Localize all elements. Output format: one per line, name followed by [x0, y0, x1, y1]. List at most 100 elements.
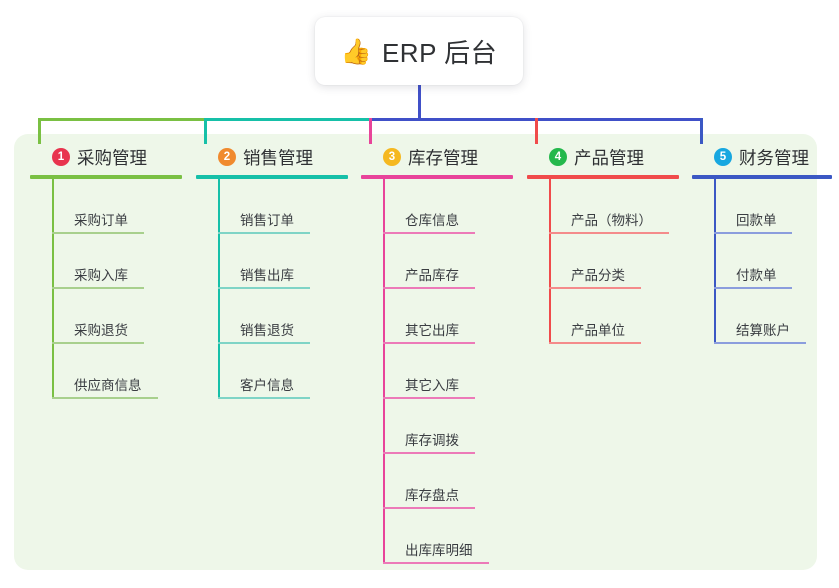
branch-item[interactable]: 采购退货: [52, 289, 182, 344]
branch-underline: [196, 175, 348, 179]
branch-item[interactable]: 产品库存: [383, 234, 513, 289]
branch-item-underline: [383, 451, 475, 454]
branch-item-label: 其它入库: [405, 377, 459, 393]
branch-item[interactable]: 客户信息: [218, 344, 348, 399]
branch-item[interactable]: 供应商信息: [52, 344, 182, 399]
branch-item-label: 采购入库: [74, 267, 128, 283]
branch-title: 采购管理: [77, 147, 147, 168]
branch-item-label: 仓库信息: [405, 212, 459, 228]
branch-item-underline: [383, 286, 475, 289]
connector-segment: [204, 118, 372, 121]
branch-item[interactable]: 产品分类: [549, 234, 679, 289]
connector-segment: [417, 85, 421, 121]
root-node-erp-backend[interactable]: 👍 ERP 后台: [315, 17, 523, 85]
branch-item-label: 采购订单: [74, 212, 128, 228]
branch-item-label: 产品（物料）: [571, 212, 652, 228]
branch-item[interactable]: 产品（物料）: [549, 179, 679, 234]
branch-item-underline: [52, 341, 144, 344]
connector-segment: [700, 118, 703, 144]
branch-item[interactable]: 销售订单: [218, 179, 348, 234]
branch-trunk-line: [52, 178, 54, 399]
branch-number-badge: 1: [52, 148, 70, 166]
branch-item-list: 采购订单采购入库采购退货供应商信息: [52, 178, 182, 399]
branch-number-badge: 3: [383, 148, 401, 166]
connector-segment: [38, 118, 41, 144]
root-node-content: 👍 ERP 后台: [341, 33, 497, 70]
branch-item[interactable]: 回款单: [714, 179, 832, 234]
branch-item-label: 出库库明细: [405, 542, 473, 558]
branch-item[interactable]: 仓库信息: [383, 179, 513, 234]
branch-item-label: 付款单: [736, 267, 777, 283]
branch-item-label: 销售订单: [240, 212, 294, 228]
branch-underline: [30, 175, 182, 179]
branch-trunk-line: [383, 178, 385, 564]
branch-trunk-line: [714, 178, 716, 344]
branch-item-label: 产品分类: [571, 267, 625, 283]
branch-item[interactable]: 结算账户: [714, 289, 832, 344]
branches-panel: [14, 134, 817, 570]
branch-item-underline: [218, 286, 310, 289]
branch-header-2[interactable]: 2 销售管理: [196, 144, 348, 170]
root-node-title: ERP 后台: [381, 37, 498, 68]
branch-underline: [692, 175, 832, 179]
branch-item-list: 回款单付款单结算账户: [714, 178, 832, 344]
connector-segment: [38, 118, 207, 121]
branch-item-underline: [383, 341, 475, 344]
branch-item[interactable]: 库存盘点: [383, 454, 513, 509]
branch-item-label: 库存盘点: [405, 487, 459, 503]
branch-item-label: 产品库存: [405, 267, 459, 283]
branch-item[interactable]: 采购入库: [52, 234, 182, 289]
branch-item-underline: [383, 506, 475, 509]
branch-item-underline: [52, 286, 144, 289]
branch-header-3[interactable]: 3 库存管理: [361, 144, 513, 170]
branch-item[interactable]: 销售出库: [218, 234, 348, 289]
connector-segment: [535, 118, 538, 144]
branch-item[interactable]: 付款单: [714, 234, 832, 289]
branch-item[interactable]: 产品单位: [549, 289, 679, 344]
branch-item-label: 销售出库: [240, 267, 294, 283]
branch-trunk-line: [549, 178, 551, 344]
branch-item-label: 回款单: [736, 212, 777, 228]
branch-item-list: 仓库信息产品库存其它出库其它入库库存调拨库存盘点出库库明细: [383, 178, 513, 564]
branch-item-underline: [52, 396, 158, 399]
branch-item-label: 库存调拨: [405, 432, 459, 448]
branch-item-label: 供应商信息: [74, 377, 142, 393]
branch-underline: [527, 175, 679, 179]
branch-item[interactable]: 库存调拨: [383, 399, 513, 454]
branch-item-underline: [549, 341, 641, 344]
branch-item-underline: [218, 341, 310, 344]
branch-item-underline: [714, 231, 792, 234]
branch-item[interactable]: 其它入库: [383, 344, 513, 399]
branch-title: 库存管理: [408, 147, 478, 168]
branch-item-label: 产品单位: [571, 322, 625, 338]
branch-item[interactable]: 其它出库: [383, 289, 513, 344]
branch-item-underline: [383, 231, 475, 234]
branch-item[interactable]: 采购订单: [52, 179, 182, 234]
branch-item-underline: [52, 231, 144, 234]
branch-item-list: 销售订单销售出库销售退货客户信息: [218, 178, 348, 399]
connector-segment: [204, 118, 207, 144]
branch-title: 财务管理: [739, 147, 809, 168]
branch-item-underline: [218, 231, 310, 234]
branch-underline: [361, 175, 513, 179]
branch-column-2: 2 销售管理销售订单销售出库销售退货客户信息: [196, 144, 348, 399]
branch-item-list: 产品（物料） 产品分类产品单位: [549, 178, 679, 344]
branch-header-1[interactable]: 1 采购管理: [30, 144, 182, 170]
branch-number-badge: 2: [218, 148, 236, 166]
branch-item-underline: [383, 561, 489, 564]
branch-title: 销售管理: [243, 147, 313, 168]
branch-item[interactable]: 出库库明细: [383, 509, 513, 564]
branch-item-label: 结算账户: [736, 322, 790, 338]
branch-item-label: 客户信息: [240, 377, 294, 393]
branch-number-badge: 4: [549, 148, 567, 166]
branch-item-underline: [218, 396, 310, 399]
branch-item-underline: [714, 286, 792, 289]
branch-item-underline: [549, 286, 641, 289]
branch-item-label: 采购退货: [74, 322, 128, 338]
branch-item[interactable]: 销售退货: [218, 289, 348, 344]
